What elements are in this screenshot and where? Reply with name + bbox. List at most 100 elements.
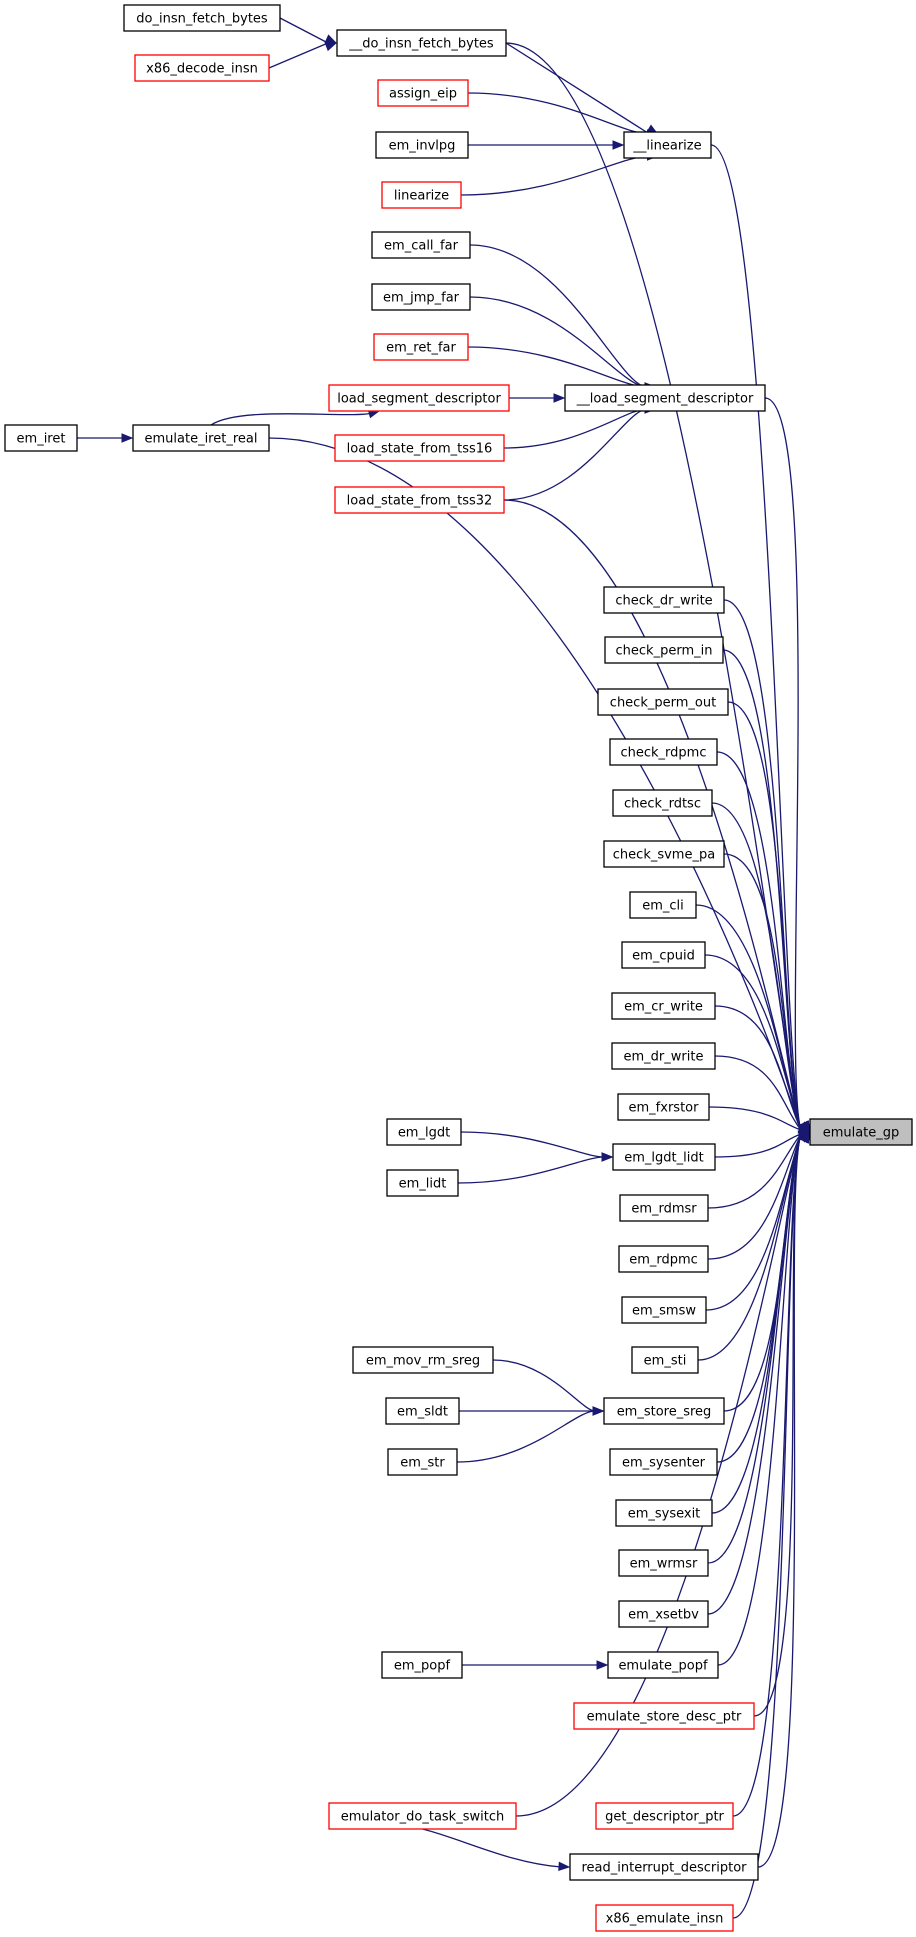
node-load_state_from_tss32[interactable]: load_state_from_tss32: [334, 486, 505, 514]
node-__load_segment_descriptor[interactable]: __load_segment_descriptor: [564, 384, 766, 412]
node-label: em_wrmsr: [630, 1557, 698, 1572]
node-em_sysexit[interactable]: em_sysexit: [615, 1499, 713, 1527]
node-label: read_interrupt_descriptor: [581, 1861, 747, 1876]
node-box: [336, 29, 507, 57]
node-em_ret_far[interactable]: em_ret_far: [373, 333, 469, 361]
node-em_smsw[interactable]: em_smsw: [621, 1296, 707, 1324]
node-em_lgdt_lidt[interactable]: em_lgdt_lidt: [612, 1143, 716, 1171]
edge-em_lidt-to-em_lgdt_lidt: [457, 1156, 605, 1184]
node-em_sti[interactable]: em_sti: [631, 1346, 699, 1374]
node-emulator_do_task_switch[interactable]: emulator_do_task_switch: [328, 1802, 517, 1830]
node-box: [595, 1802, 734, 1830]
edge-emulator_do_task_switch-to-read_interrupt_descriptor-arrowhead: [558, 1861, 571, 1872]
node-em_iret[interactable]: em_iret: [4, 424, 78, 452]
edge-em_str-to-em_store_sreg: [456, 1410, 596, 1463]
edge-emulate_popf-to-emulate_gp: [717, 1133, 802, 1666]
node-box: [618, 1549, 709, 1577]
node-em_jmp_far[interactable]: em_jmp_far: [371, 283, 471, 311]
node-em_popf[interactable]: em_popf: [381, 1651, 463, 1679]
node-label: check_perm_out: [610, 696, 716, 711]
node-load_segment_descriptor[interactable]: load_segment_descriptor: [328, 384, 510, 412]
node-do_insn_fetch_bytes_caller[interactable]: do_insn_fetch_bytes: [123, 4, 281, 32]
node-em_fxrstor[interactable]: em_fxrstor: [617, 1093, 710, 1121]
node-em_str[interactable]: em_str: [387, 1448, 458, 1476]
edge-load_state_from_tss16-to-__load_segment_descriptor: [503, 408, 648, 449]
node-check_rdpmc[interactable]: check_rdpmc: [609, 738, 718, 766]
node-emulate_iret_real[interactable]: emulate_iret_real: [132, 424, 270, 452]
node-emulate_store_desc_ptr[interactable]: emulate_store_desc_ptr: [573, 1702, 755, 1730]
node-label: emulate_store_desc_ptr: [587, 1710, 742, 1725]
node-box: [615, 1499, 713, 1527]
node-label: em_lidt: [399, 1177, 447, 1192]
node-label: emulate_gp: [823, 1126, 900, 1141]
node-em_call_far[interactable]: em_call_far: [371, 231, 471, 259]
node-check_rdtsc[interactable]: check_rdtsc: [612, 789, 713, 817]
edge-check_svme_pa-to-emulate_gp: [723, 853, 802, 1131]
node-check_perm_in[interactable]: check_perm_in: [604, 636, 724, 664]
node-em_wrmsr[interactable]: em_wrmsr: [618, 1549, 709, 1577]
node-label: check_perm_in: [616, 644, 713, 659]
node-em_invlpg[interactable]: em_invlpg: [375, 131, 469, 159]
edge-em_rdmsr-to-emulate_gp: [707, 1133, 802, 1209]
edge-em_invlpg-to-__linearize-arrowhead: [612, 140, 625, 150]
node-box: [375, 131, 469, 159]
node-linearize[interactable]: linearize: [381, 181, 462, 209]
edge-em_cpuid-to-emulate_gp: [704, 954, 802, 1131]
edge-emulate_iret_real-to-load_segment_descriptor: [210, 412, 374, 426]
node-em_rdpmc[interactable]: em_rdpmc: [618, 1245, 709, 1273]
node-__linearize[interactable]: __linearize: [623, 131, 712, 159]
node-label: __do_insn_fetch_bytes: [348, 37, 494, 52]
node-em_dr_write[interactable]: em_dr_write: [611, 1042, 716, 1070]
node-em_cpuid[interactable]: em_cpuid: [621, 941, 706, 969]
node-box: [618, 1600, 709, 1628]
node-label: x86_decode_insn: [146, 62, 258, 77]
node-label: em_cpuid: [632, 949, 695, 964]
node-check_dr_write[interactable]: check_dr_write: [603, 586, 725, 614]
node-label: em_popf: [394, 1659, 451, 1674]
node-label: emulate_popf: [618, 1659, 708, 1674]
node-assign_eip[interactable]: assign_eip: [377, 79, 469, 107]
node-box: [381, 1651, 463, 1679]
edge-em_sti-to-emulate_gp: [697, 1133, 802, 1361]
node-label: em_sysexit: [628, 1507, 701, 1522]
node-em_store_sreg[interactable]: em_store_sreg: [603, 1397, 725, 1425]
node-box: [604, 636, 724, 664]
node-em_rdmsr[interactable]: em_rdmsr: [619, 1194, 709, 1222]
node-check_perm_out[interactable]: check_perm_out: [597, 688, 729, 716]
node-em_lidt[interactable]: em_lidt: [386, 1169, 459, 1197]
node-read_interrupt_descriptor[interactable]: read_interrupt_descriptor: [569, 1853, 759, 1881]
node-em_xsetbv[interactable]: em_xsetbv: [618, 1600, 709, 1628]
edge-em_lgdt-to-em_lgdt_lidt: [460, 1131, 605, 1158]
edge-em_mov_rm_sreg-to-em_store_sreg: [492, 1359, 596, 1412]
edge-em_jmp_far-to-__load_segment_descriptor: [469, 296, 648, 388]
node-box: [611, 992, 716, 1020]
node-x86_emulate_insn[interactable]: x86_emulate_insn: [595, 1904, 734, 1932]
edge-em_rdpmc-to-emulate_gp: [707, 1133, 802, 1260]
node-box: [123, 4, 281, 32]
node-em_sysenter[interactable]: em_sysenter: [609, 1448, 718, 1476]
node-em_cli[interactable]: em_cli: [629, 891, 697, 919]
node-label: em_sldt: [397, 1405, 448, 1420]
node-emulate_popf[interactable]: emulate_popf: [607, 1651, 719, 1679]
node-box: [617, 1093, 710, 1121]
node-label: em_lgdt: [398, 1126, 450, 1141]
node-emulate_gp[interactable]: emulate_gp: [809, 1118, 913, 1146]
node-em_lgdt[interactable]: em_lgdt: [386, 1118, 462, 1146]
node-box: [623, 131, 712, 159]
node-box: [609, 1448, 718, 1476]
node-check_svme_pa[interactable]: check_svme_pa: [603, 840, 725, 868]
node-label: em_ret_far: [386, 341, 456, 356]
edge-x86_decode_insn-to-__do_insn_fetch_bytes: [268, 42, 329, 69]
node-em_mov_rm_sreg[interactable]: em_mov_rm_sreg: [352, 1346, 494, 1374]
edge-x86_decode_insn-to-__do_insn_fetch_bytes-arrowhead: [324, 42, 338, 52]
node-x86_decode_insn[interactable]: x86_decode_insn: [134, 54, 270, 82]
node-load_state_from_tss16[interactable]: load_state_from_tss16: [334, 434, 505, 462]
node-em_sldt[interactable]: em_sldt: [385, 1397, 460, 1425]
node-label: get_descriptor_ptr: [605, 1810, 724, 1825]
edge-load_state_from_tss32-to-__load_segment_descriptor: [503, 408, 648, 501]
node-em_cr_write[interactable]: em_cr_write: [611, 992, 716, 1020]
node-__do_insn_fetch_bytes[interactable]: __do_insn_fetch_bytes: [336, 29, 507, 57]
node-box: [569, 1853, 759, 1881]
node-label: linearize: [394, 189, 449, 204]
node-get_descriptor_ptr[interactable]: get_descriptor_ptr: [595, 1802, 734, 1830]
